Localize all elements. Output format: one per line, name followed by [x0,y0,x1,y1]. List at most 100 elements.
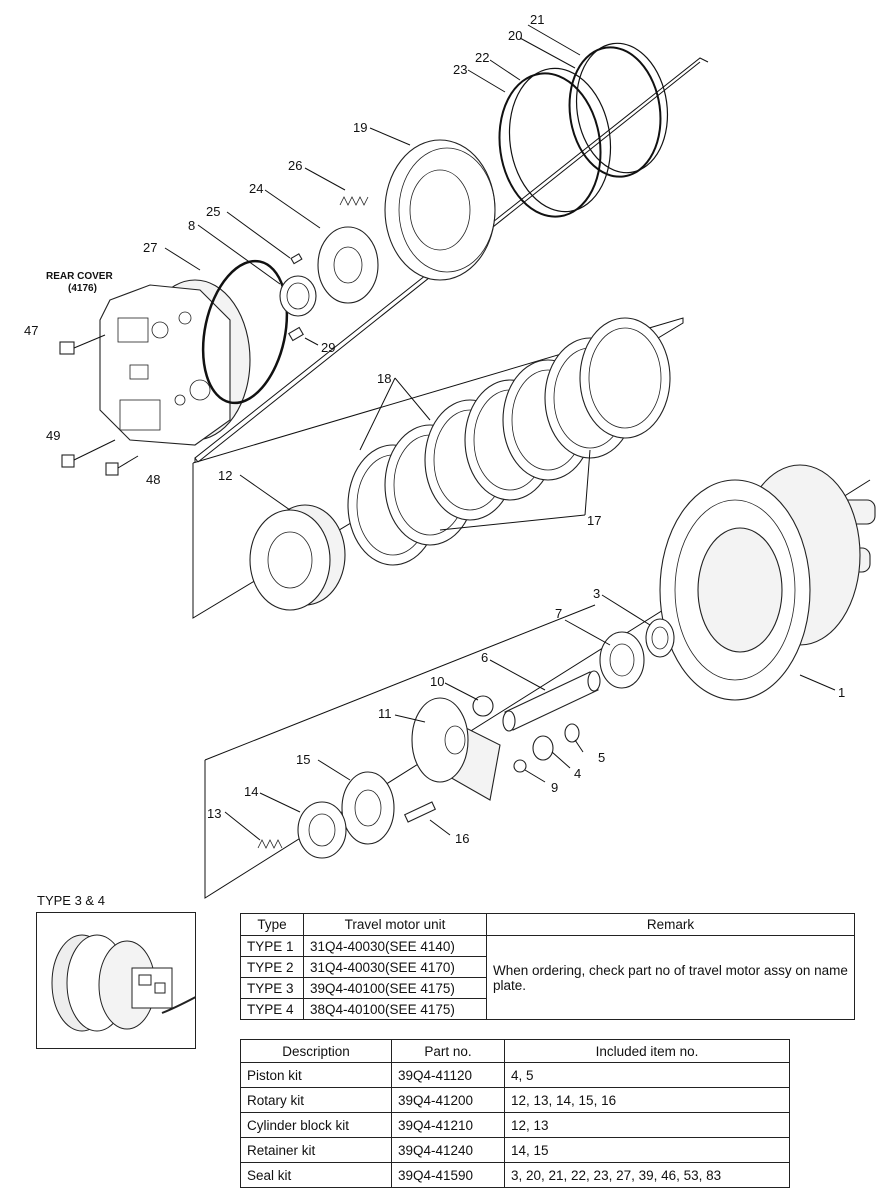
bolt-49 [61,439,116,468]
type34-thumbnail [36,912,236,1049]
callout-16: 16 [455,831,469,846]
type-cell: TYPE 2 [240,956,304,978]
callout-29: 29 [321,340,335,355]
seal-ring-22 [508,67,612,213]
callout-7: 7 [555,606,562,621]
type-cell: TYPE 4 [240,998,304,1020]
leader-lines [164,24,836,841]
callout-49: 49 [46,428,60,443]
valve-plate-24 [317,226,379,304]
table-row: TYPE 2 31Q4-40030(SEE 4170) [240,956,855,978]
bush-14 [297,801,347,859]
piston-4 [532,735,554,761]
seal-ring-20 [575,42,669,174]
type-cell: TYPE 1 [240,935,304,957]
callout-1: 1 [838,685,845,700]
seal-ring-23 [498,72,602,218]
callout-labels: 21 20 22 23 19 26 24 25 8 27 29 47 49 48… [24,12,845,846]
callout-21: 21 [530,12,544,27]
table-row: Seal kit 39Q4-41590 3, 20, 21, 22, 23, 2… [240,1162,790,1188]
callout-14: 14 [244,784,258,799]
callout-20: 20 [508,28,522,43]
pin-29 [288,326,304,342]
callout-47: 47 [24,323,38,338]
kits-table: Description Part no. Included item no. P… [240,1039,790,1188]
rear-cover [99,279,251,446]
callout-13: 13 [207,806,221,821]
callout-9: 9 [551,780,558,795]
callout-15: 15 [296,752,310,767]
kit-items: 4, 5 [504,1062,790,1088]
kit-description: Cylinder block kit [240,1112,392,1138]
seal-ring-21 [568,46,662,178]
callout-22: 22 [475,50,489,65]
kit-part-no: 39Q4-41120 [391,1062,505,1088]
callout-48: 48 [146,472,160,487]
callout-17: 17 [587,513,601,528]
kit-description: Rotary kit [240,1087,392,1113]
retainer-plate-15 [341,771,395,845]
table-row: Piston kit 39Q4-41120 4, 5 [240,1062,790,1088]
callout-10: 10 [430,674,444,689]
seal-5 [564,723,580,743]
types-header-unit: Travel motor unit [303,913,487,936]
callout-4: 4 [574,766,581,781]
callout-3: 3 [593,586,600,601]
kit-items: 12, 13 [504,1112,790,1138]
remark-cell: When ordering, check part no of travel m… [486,935,855,1020]
callout-8: 8 [188,218,195,233]
swash-plate-11 [411,697,501,801]
table-row: TYPE 1 31Q4-40030(SEE 4140) When orderin… [240,935,855,1020]
unit-cell: 31Q4-40030(SEE 4140) [303,935,487,957]
unit-cell: 31Q4-40030(SEE 4170) [303,956,487,978]
kit-part-no: 39Q4-41210 [391,1112,505,1138]
travel-motor-thumbnail-icon [51,934,236,1032]
o-ring-27 [201,259,289,405]
housing-1 [659,464,876,701]
callout-27: 27 [143,240,157,255]
pin-25 [290,253,303,265]
types-header-remark: Remark [486,913,855,936]
spring-13 [257,839,283,849]
callout-11: 11 [378,706,392,721]
callout-25: 25 [206,204,220,219]
ball-9 [513,759,527,773]
kit-part-no: 39Q4-41590 [391,1162,505,1188]
exploded-parts-diagram: 21 20 22 23 19 26 24 25 8 27 29 47 49 48… [24,12,876,899]
callout-24: 24 [249,181,263,196]
type-cell: TYPE 3 [240,977,304,999]
bolt-47 [59,334,106,355]
seal-3 [645,618,675,658]
callout-6: 6 [481,650,488,665]
type34-title: TYPE 3 & 4 [37,893,105,908]
kit-items: 14, 15 [504,1137,790,1163]
bearing-8 [279,275,317,317]
pin-16 [403,801,437,823]
kits-header-description: Description [240,1039,392,1063]
callout-18: 18 [377,371,391,386]
table-row: Cylinder block kit 39Q4-41210 12, 13 [240,1112,790,1138]
brake-piston-19 [384,139,496,281]
bolt-48 [105,455,139,476]
rear-cover-label: REAR COVER [46,271,113,282]
kit-items: 3, 20, 21, 22, 23, 27, 39, 46, 53, 83 [504,1162,790,1188]
unit-cell: 38Q4-40100(SEE 4175) [303,998,487,1020]
ball-10 [472,695,494,717]
rear-cover-ref: (4176) [68,283,97,294]
kit-description: Retainer kit [240,1137,392,1163]
types-header-type: Type [240,913,304,936]
table-row: TYPE 4 38Q4-40100(SEE 4175) [240,998,855,1020]
kits-header-items: Included item no. [504,1039,790,1063]
callout-5: 5 [598,750,605,765]
kit-part-no: 39Q4-41240 [391,1137,505,1163]
kits-header-part: Part no. [391,1039,505,1063]
spring-26 [339,196,369,206]
table-row: Retainer kit 39Q4-41240 14, 15 [240,1137,790,1163]
callout-23: 23 [453,62,467,77]
friction-plates [347,317,671,566]
callout-26: 26 [288,158,302,173]
callout-19: 19 [353,120,367,135]
travel-motor-types-table: Type Travel motor unit Remark TYPE 1 31Q… [240,913,855,1020]
kit-items: 12, 13, 14, 15, 16 [504,1087,790,1113]
cylinder-block-12 [249,504,346,611]
